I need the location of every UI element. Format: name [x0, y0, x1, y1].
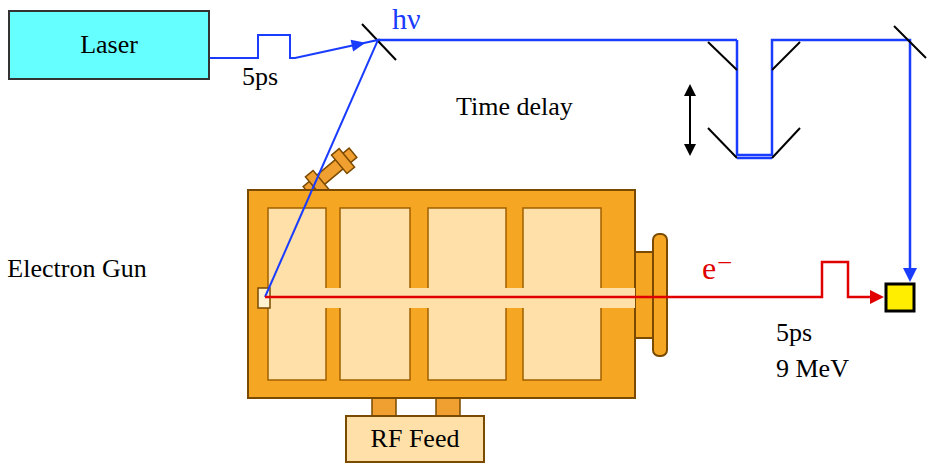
pulse-width: 5ps — [242, 62, 278, 92]
electron-gun: Electron Gun — [248, 190, 635, 398]
electron-label: e⁻ — [702, 250, 733, 287]
pulse-width: 5ps — [776, 318, 812, 348]
box-label: Laser — [80, 30, 138, 60]
photon-label: hν — [392, 2, 421, 37]
rf-feed-box: RF Feed — [345, 415, 485, 463]
delay-label: Time delay — [456, 92, 573, 122]
box-label: RF Feed — [371, 424, 460, 454]
laser-beam — [210, 35, 378, 190]
gun-label: Electron Gun — [2, 254, 152, 284]
accelerator-housing — [248, 190, 678, 400]
laser-box: Laser — [8, 10, 210, 80]
beam-energy: 9 MeV — [776, 354, 849, 384]
